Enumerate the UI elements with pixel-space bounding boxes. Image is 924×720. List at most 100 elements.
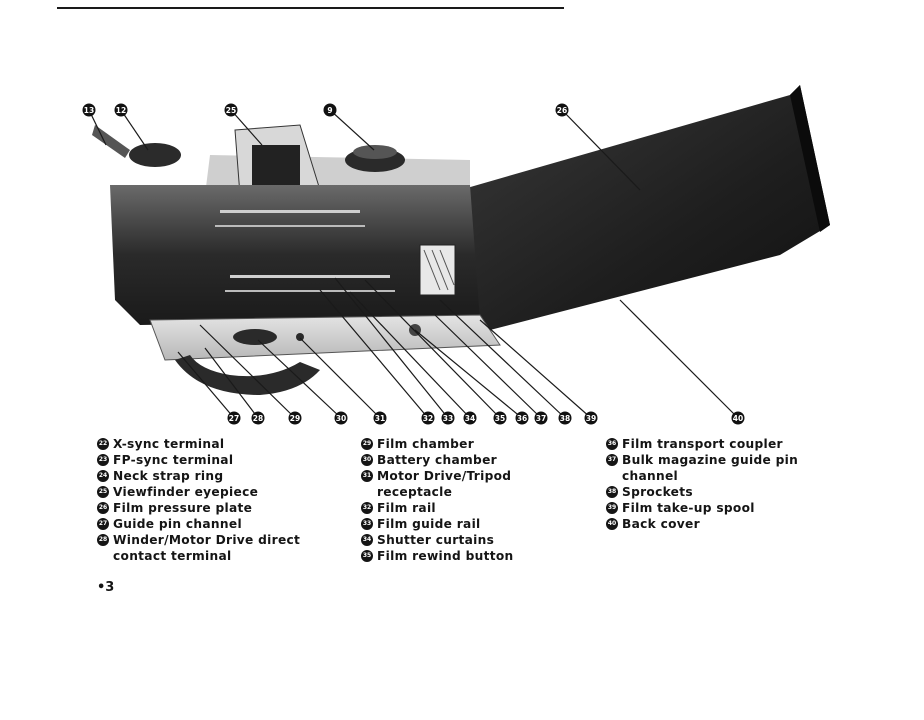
legend-item: 37 Bulk magazine guide pin channel: [606, 452, 836, 484]
number-bullet: 32: [361, 502, 373, 514]
svg-text:31: 31: [375, 414, 385, 423]
legend-text: Film take-up spool: [622, 501, 755, 515]
callout-40: 40: [731, 411, 745, 425]
leader-lines: [88, 109, 739, 419]
callout-25: 25: [224, 103, 238, 117]
svg-text:9: 9: [327, 106, 332, 115]
legend-item: 25 Viewfinder eyepiece: [97, 484, 337, 500]
svg-text:35: 35: [495, 414, 505, 423]
legend-item: 39 Film take-up spool: [606, 500, 836, 516]
svg-text:25: 25: [226, 106, 236, 115]
svg-text:28: 28: [253, 414, 263, 423]
legend-text: Motor Drive/Tripod receptacle: [377, 469, 512, 499]
camera-back-figure: 13 12 25 9 26 27 28 29 30 31 32 33 34 35…: [82, 85, 830, 425]
legend-text: X-sync terminal: [113, 437, 225, 451]
legend-column-3: 36 Film transport coupler 37 Bulk magazine…: [606, 436, 836, 532]
callout-29: 29: [288, 411, 302, 425]
eyepiece-shape: [252, 145, 300, 185]
svg-text:40: 40: [733, 414, 743, 423]
legend-column-1: 22 X-sync terminal 23 FP-sync terminal 24 N…: [97, 436, 337, 564]
svg-text:33: 33: [443, 414, 453, 423]
legend-text: Film guide rail: [377, 517, 481, 531]
number-bullet: 23: [97, 454, 109, 466]
legend-text: Guide pin channel: [113, 517, 242, 531]
battery-chamber-shape: [233, 329, 277, 345]
number-bullet: 27: [97, 518, 109, 530]
legend-text: Winder/Motor Drive direct contact termin…: [113, 533, 301, 563]
number-bullet: 26: [97, 502, 109, 514]
camera-illustration: [92, 85, 830, 395]
legend-text: Film chamber: [377, 437, 475, 451]
legend-text: Film rail: [377, 501, 436, 515]
number-bullet: 28: [97, 534, 109, 546]
callout-9: 9: [323, 103, 337, 117]
legend-item: 29 Film chamber: [361, 436, 581, 452]
number-bullet: 37: [606, 454, 618, 466]
svg-text:37: 37: [536, 414, 546, 423]
legend-text: Film transport coupler: [622, 437, 783, 451]
number-bullet: 36: [606, 438, 618, 450]
legend-text: Shutter curtains: [377, 533, 495, 547]
sync-terminal-shape: [129, 143, 181, 167]
legend-item: 33 Film guide rail: [361, 516, 581, 532]
page-number: •3: [97, 580, 115, 595]
svg-text:13: 13: [84, 106, 94, 115]
callout-36: 36: [515, 411, 529, 425]
number-bullet: 29: [361, 438, 373, 450]
top-rule: [57, 7, 564, 9]
svg-text:38: 38: [560, 414, 570, 423]
svg-text:32: 32: [423, 414, 433, 423]
number-bullet: 24: [97, 470, 109, 482]
legend-item: 40 Back cover: [606, 516, 836, 532]
callout-38: 38: [558, 411, 572, 425]
number-bullet: 34: [361, 534, 373, 546]
callout-33: 33: [441, 411, 455, 425]
number-bullet: 22: [97, 438, 109, 450]
number-bullet: 40: [606, 518, 618, 530]
back-cover-shape: [460, 85, 830, 330]
svg-text:30: 30: [336, 414, 346, 423]
lens-mount-shape: [175, 355, 320, 395]
svg-text:26: 26: [557, 106, 567, 115]
callout-30: 30: [334, 411, 348, 425]
callout-31: 31: [373, 411, 387, 425]
legend-text: FP-sync terminal: [113, 453, 234, 467]
callout-12: 12: [114, 103, 128, 117]
legend-text: Viewfinder eyepiece: [113, 485, 259, 499]
legend-item: 28 Winder/Motor Drive direct contact term…: [97, 532, 337, 564]
callout-39: 39: [584, 411, 598, 425]
legend-item: 22 X-sync terminal: [97, 436, 337, 452]
svg-text:39: 39: [586, 414, 596, 423]
legend-item: 34 Shutter curtains: [361, 532, 581, 548]
number-bullet: 35: [361, 550, 373, 562]
svg-text:29: 29: [290, 414, 300, 423]
svg-text:12: 12: [116, 106, 126, 115]
callout-27: 27: [227, 411, 241, 425]
legend-text: Back cover: [622, 517, 700, 531]
number-bullet: 31: [361, 470, 373, 482]
legend-item: 31 Motor Drive/Tripod receptacle: [361, 468, 581, 500]
callout-37: 37: [534, 411, 548, 425]
callout-35: 35: [493, 411, 507, 425]
legend-item: 24 Neck strap ring: [97, 468, 337, 484]
legend-item: 38 Sprockets: [606, 484, 836, 500]
number-bullet: 39: [606, 502, 618, 514]
legend-text: Neck strap ring: [113, 469, 224, 483]
callout-28: 28: [251, 411, 265, 425]
legend-text: Bulk magazine guide pin channel: [622, 453, 799, 483]
legend-item: 36 Film transport coupler: [606, 436, 836, 452]
legend-text: Battery chamber: [377, 453, 497, 467]
legend-text: Sprockets: [622, 485, 693, 499]
legend-item: 32 Film rail: [361, 500, 581, 516]
number-bullet: 25: [97, 486, 109, 498]
number-bullet: 33: [361, 518, 373, 530]
callout-32: 32: [421, 411, 435, 425]
legend-item: 27 Guide pin channel: [97, 516, 337, 532]
svg-text:36: 36: [517, 414, 527, 423]
number-bullet: 38: [606, 486, 618, 498]
callout-13: 13: [82, 103, 96, 117]
svg-text:34: 34: [465, 414, 475, 423]
